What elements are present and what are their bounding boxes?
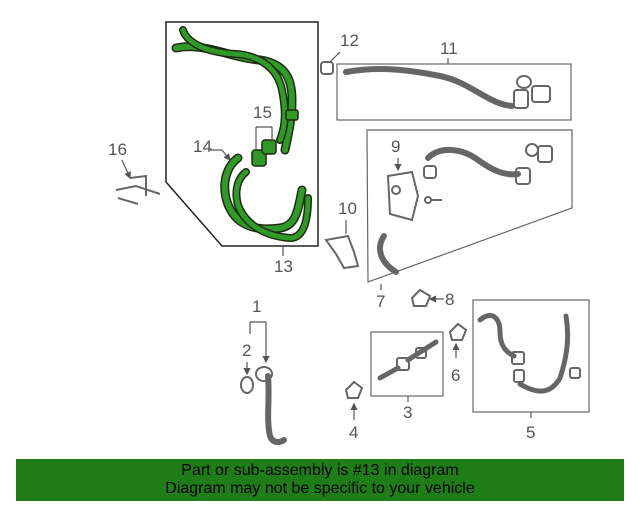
parts-diagram: 13 14 15 16 12 11 7 9	[108, 21, 590, 446]
callout-5: 5	[526, 423, 535, 442]
assembly-13-panel[interactable]	[165, 21, 319, 247]
callout-1: 1	[252, 297, 261, 316]
callout-15: 15	[253, 103, 272, 122]
part-6-clamp[interactable]	[448, 322, 468, 341]
part-3-box[interactable]	[370, 331, 444, 397]
banner-line-1: Part or sub-assembly is #13 in diagram	[181, 462, 459, 479]
callout-13: 13	[274, 257, 293, 276]
part-11-hose[interactable]	[343, 66, 515, 109]
callout-3: 3	[403, 403, 412, 422]
part-10-bracket[interactable]	[324, 234, 360, 270]
callout-16: 16	[108, 140, 127, 159]
callout-2: 2	[242, 341, 251, 360]
part-1-hose[interactable]	[265, 373, 287, 446]
part-1-fitting	[255, 366, 273, 382]
part-7-hoses[interactable]	[377, 147, 521, 275]
assembly-13-hoses[interactable]	[171, 26, 312, 242]
info-banner: Part or sub-assembly is #13 in diagram D…	[16, 459, 624, 501]
callout-10: 10	[338, 199, 357, 218]
part-3-pipe[interactable]	[377, 339, 439, 381]
part-5-fittings	[511, 351, 581, 383]
callout-8: 8	[445, 290, 454, 309]
part-9-thermostat-housing[interactable]	[386, 165, 437, 222]
callout-7: 7	[376, 292, 385, 311]
callout-14: 14	[193, 137, 212, 156]
part-5-hoses[interactable]	[477, 313, 571, 394]
part-7-fittings	[424, 143, 553, 204]
part-8-clamp[interactable]	[410, 288, 432, 307]
callout-4: 4	[349, 423, 358, 442]
part-7-box[interactable]	[366, 129, 573, 283]
part-3-fittings	[396, 347, 427, 371]
callout-12: 12	[340, 31, 359, 50]
callout-9: 9	[391, 137, 400, 156]
part-12-clamp[interactable]	[320, 61, 334, 75]
part-4-clamp[interactable]	[344, 380, 364, 399]
callout-11: 11	[440, 39, 458, 58]
part-16-clip[interactable]	[115, 174, 161, 205]
part-11-box[interactable]	[336, 63, 572, 121]
banner-line-2: Diagram may not be specific to your vehi…	[165, 480, 475, 497]
part-2-o-ring[interactable]	[240, 376, 254, 394]
part-11-fittings	[513, 75, 551, 109]
callout-6: 6	[451, 366, 460, 385]
